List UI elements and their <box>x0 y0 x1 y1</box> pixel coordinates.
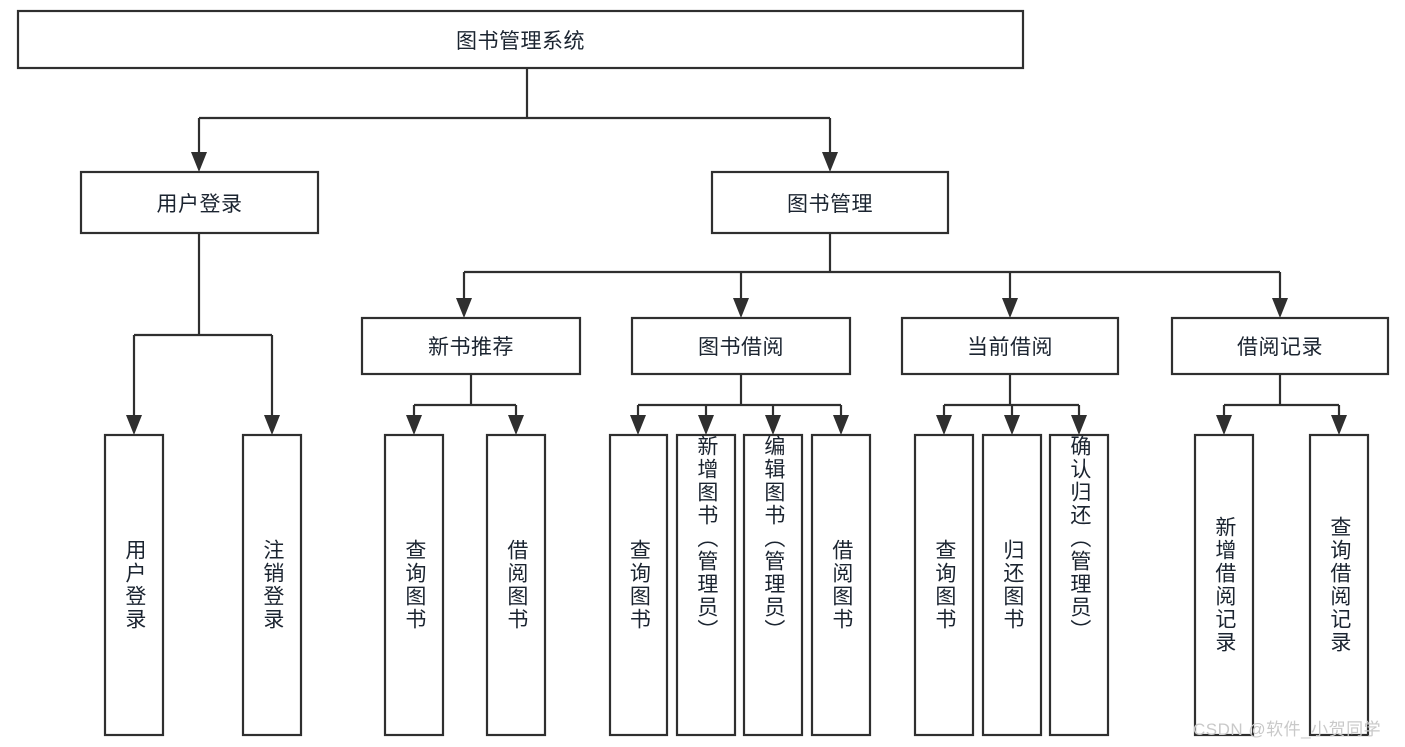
arrow-head-leaf-current-0 <box>936 415 952 435</box>
node-box-borrow-record[interactable] <box>1170 316 1390 376</box>
arrow-head-leaf-borrow-1 <box>698 415 714 435</box>
arrow-head-leaf-user-login-1 <box>264 415 280 435</box>
leaf-box-user-login-0[interactable] <box>103 433 165 737</box>
leaf-box-borrow-3[interactable] <box>810 433 872 737</box>
leaf-box-new-book-0[interactable] <box>383 433 445 737</box>
leaf-box-borrow-0[interactable] <box>608 433 669 737</box>
arrow-head-book-borrow <box>733 298 749 318</box>
connector-book-manage-to-level3 <box>456 233 1288 318</box>
arrow-head-leaf-borrow-2 <box>765 415 781 435</box>
arrow-head-user-login <box>191 152 207 172</box>
node-box-user-login[interactable] <box>79 170 320 235</box>
connector-book-borrow-to-leaves <box>630 374 849 435</box>
leaf-box-current-2[interactable] <box>1048 433 1110 737</box>
connector-borrow-record-to-leaves <box>1216 374 1347 435</box>
arrow-head-leaf-record-1 <box>1331 415 1347 435</box>
arrow-head-borrow-record <box>1272 298 1288 318</box>
leaf-box-record-0[interactable] <box>1193 433 1255 737</box>
leaf-box-borrow-1[interactable] <box>675 433 737 737</box>
leaf-box-record-1[interactable] <box>1308 433 1370 737</box>
arrow-head-leaf-user-login-0 <box>126 415 142 435</box>
node-box-current-borrow[interactable] <box>900 316 1120 376</box>
leaf-box-current-1[interactable] <box>981 433 1043 737</box>
arrow-head-leaf-current-1 <box>1004 415 1020 435</box>
watermark-csdn: CSDN @软件_小贺同学 <box>1193 720 1382 739</box>
node-box-book-manage[interactable] <box>710 170 950 235</box>
arrow-head-leaf-record-0 <box>1216 415 1232 435</box>
node-box-new-book[interactable] <box>360 316 582 376</box>
arrow-head-leaf-new-book-1 <box>508 415 524 435</box>
leaf-box-current-0[interactable] <box>913 433 975 737</box>
arrow-head-leaf-new-book-0 <box>406 415 422 435</box>
connector-new-book-to-leaves <box>406 374 524 435</box>
node-box-root[interactable] <box>16 9 1025 70</box>
leaf-box-borrow-2[interactable] <box>742 433 804 737</box>
arrow-head-leaf-borrow-0 <box>630 415 646 435</box>
connector-root-to-level2 <box>191 68 838 172</box>
connector-user-login-to-leaves <box>126 233 280 435</box>
arrow-head-book-manage <box>822 152 838 172</box>
arrow-head-leaf-current-2 <box>1071 415 1087 435</box>
leaf-box-user-login-1[interactable] <box>241 433 303 737</box>
arrow-head-leaf-borrow-3 <box>833 415 849 435</box>
arrow-head-current-borrow <box>1002 298 1018 318</box>
node-box-book-borrow[interactable] <box>630 316 852 376</box>
connector-current-borrow-to-leaves <box>936 374 1087 435</box>
arrow-head-new-book <box>456 298 472 318</box>
leaf-box-new-book-1[interactable] <box>485 433 547 737</box>
